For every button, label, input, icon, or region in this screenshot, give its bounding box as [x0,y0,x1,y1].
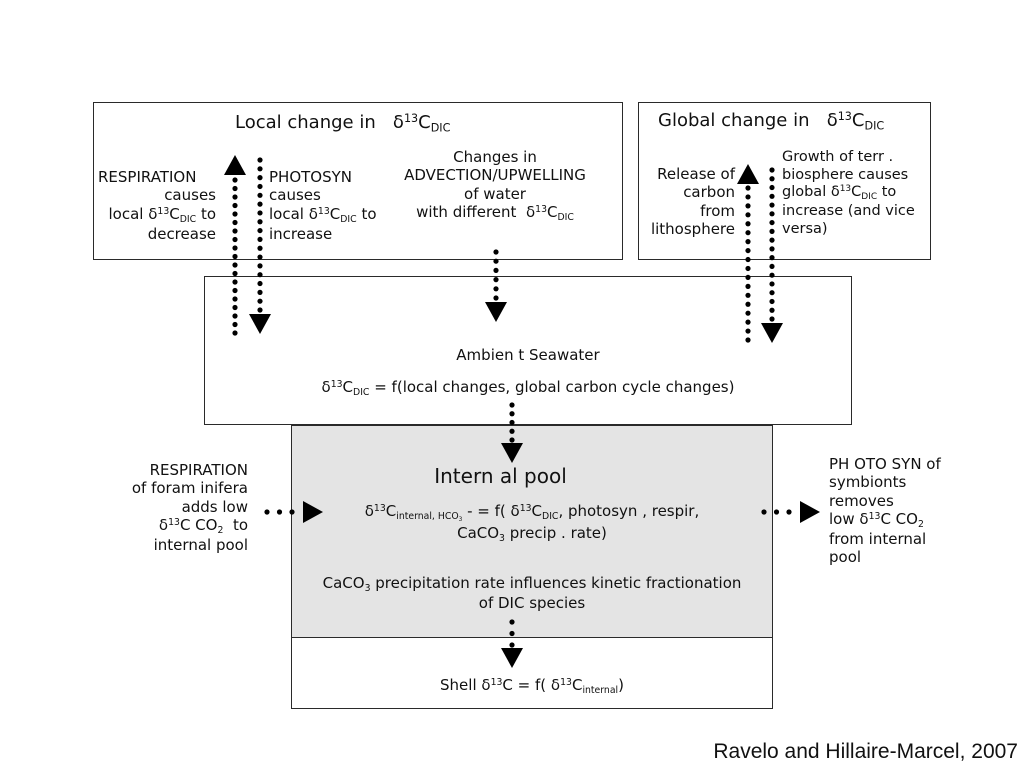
respiration-label: RESPIRATION causes local δ13CDIC to decr… [98,168,216,243]
local-change-box [93,102,623,260]
internal-pool-equation: δ13Cinternal, HCO3 - = f( δ13CDIC, photo… [364,502,700,544]
advection-label: Changes in ADVECTION/UPWELLING of water … [404,148,586,223]
foram-respiration-label: RESPIRATION of foram inifera adds low δ1… [131,461,248,555]
growth-label: Growth of terr . biosphere causes global… [782,149,915,237]
photosyn-label: PHOTOSYN causes local δ13CDIC to increas… [269,168,377,243]
ambient-seawater-title: Ambien t Seawater [456,346,600,364]
symbiont-photosyn-label: PH OTO SYN of symbionts removes low δ13C… [829,455,941,567]
release-label: Release of carbon from lithosphere [650,165,735,238]
global-change-box [638,102,931,260]
internal-pool-title: Intern al pool [434,464,567,488]
ambient-seawater-box [204,276,852,425]
internal-pool-note: CaCO3 precipitation rate influences kine… [322,574,742,613]
ambient-seawater-equation: δ13CDIC = f(local changes, global carbon… [321,378,735,398]
shell-box [291,637,773,709]
citation: Ravelo and Hillaire-Marcel, 2007 [713,740,1018,763]
shell-equation: Shell δ13C = f( δ13Cinternal) [440,676,624,696]
internal-pool-box [291,425,773,638]
local-change-title: Local change in δ13CDIC [235,111,451,135]
global-change-title: Global change in δ13CDIC [658,109,885,133]
symbiont-arrowhead [800,501,820,523]
